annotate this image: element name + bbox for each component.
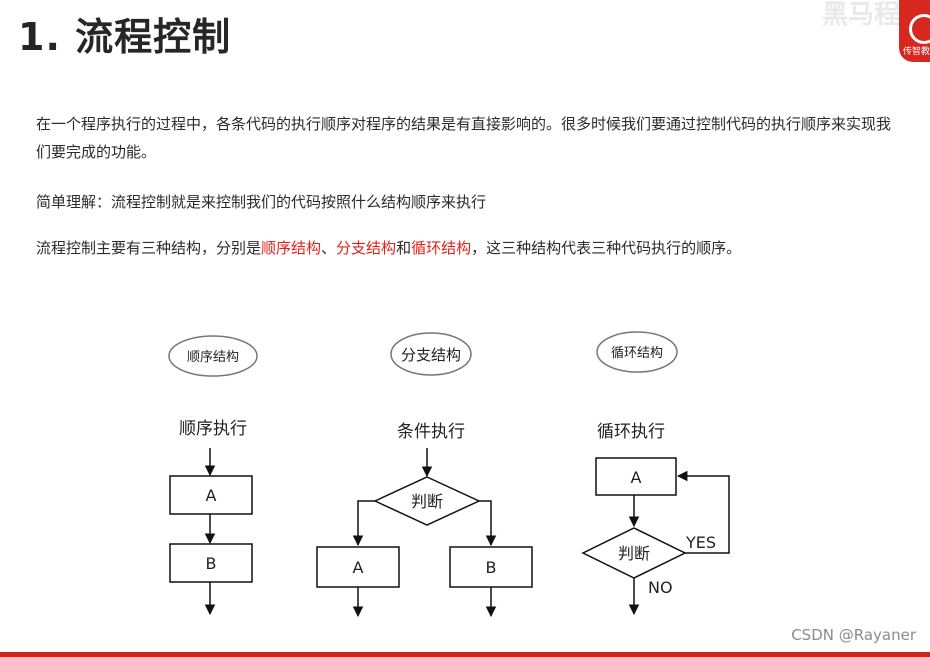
loop-yes-label: YES [685,533,716,552]
branch-box-a-label: A [353,558,364,577]
branch-arrow-left [352,500,375,547]
brand-logo: 传智教 [899,0,930,62]
sequence-heading: 顺序执行 [179,419,247,439]
logo-subtext: 传智教 [903,47,930,57]
branch-box-b [449,546,533,588]
term-sequence: 顺序结构 [261,239,322,257]
branch-box-b-label: B [486,558,497,577]
loop-arrow-back [676,470,730,554]
term-loop: 循环结构 [411,239,472,257]
bottom-red-bar [0,652,930,657]
branch-decision-label: 判断 [411,492,443,511]
page-title: 1. 流程控制 [18,15,232,59]
sequence-box-b-label: B [206,554,217,573]
sequence-structure: 顺序结构 顺序执行 A B [168,335,258,616]
branch-ellipse-label: 分支结构 [401,346,461,364]
sequence-ellipse [168,335,258,377]
sequence-box-a-label: A [206,486,217,505]
branch-decision [373,476,481,526]
logo-ring-icon [909,14,930,44]
loop-box-a [595,457,677,496]
sequence-box-a [169,475,253,515]
intro-paragraph: 在一个程序执行的过程中，各条代码的执行顺序对程序的结果是有直接影响的。很多时候我… [36,115,892,161]
term-branch: 分支结构 [336,239,397,257]
loop-structure: 循环结构 循环执行 A 判断 YES NO [581,331,730,616]
structures-suffix: ，这三种结构代表三种代码执行的顺序。 [471,239,742,257]
structures-paragraph: 流程控制主要有三种结构，分别是顺序结构、分支结构和循环结构，这三种结构代表三种代… [36,234,741,262]
separator-2: 和 [396,239,412,257]
loop-box-a-label: A [631,468,642,487]
branch-box-a [316,546,400,588]
structures-prefix: 流程控制主要有三种结构，分别是 [36,239,262,257]
loop-heading: 循环执行 [597,422,665,442]
separator-1: 、 [321,239,337,257]
branch-ellipse [390,332,472,376]
branch-heading: 条件执行 [397,422,465,442]
loop-ellipse [596,331,678,373]
branch-structure: 分支结构 条件执行 判断 A B [316,332,533,618]
loop-decision-label: 判断 [618,544,650,563]
loop-ellipse-label: 循环结构 [611,346,663,361]
loop-no-label: NO [648,578,673,597]
sequence-box-b [169,543,253,583]
sequence-ellipse-label: 顺序结构 [187,350,239,365]
simple-explanation: 简单理解：流程控制就是来控制我们的代码按照什么结构顺序来执行 [36,193,487,211]
csdn-credit: CSDN @Rayaner [791,626,916,644]
branch-arrow-right [479,500,497,547]
